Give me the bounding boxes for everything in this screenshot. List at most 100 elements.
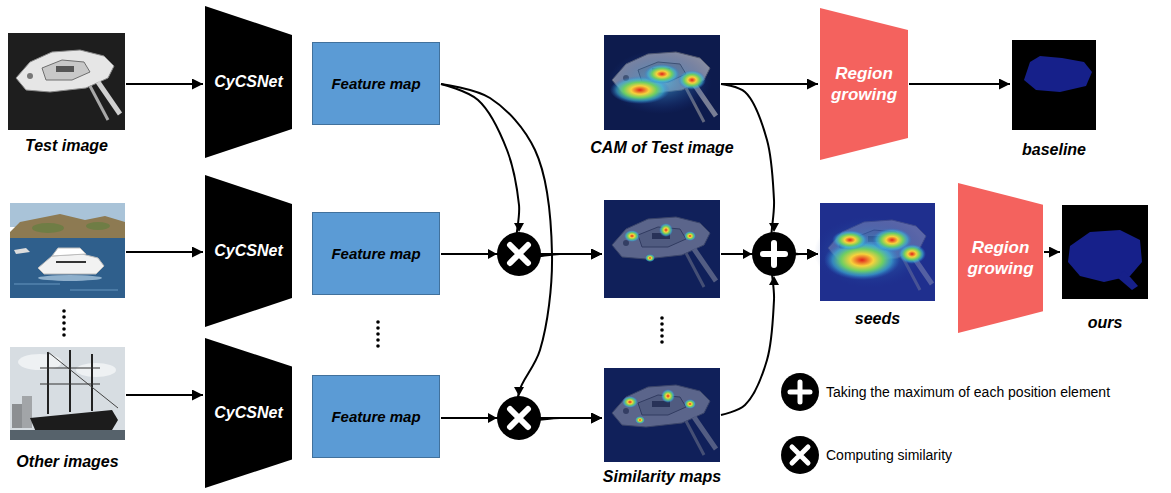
trapezoid-shape (820, 8, 908, 160)
trapezoid-shape (205, 175, 292, 327)
ellipsis-dots (660, 340, 664, 344)
image-caption: CAM of Test image (590, 138, 733, 157)
ours-image: ours (1062, 205, 1148, 299)
baseline-mask (1012, 40, 1096, 130)
maximum-operator (763, 243, 785, 265)
block-label: CyCSNet (205, 241, 292, 261)
ship-photo (40, 368, 100, 369)
legend-text: Computing similarity (826, 447, 952, 463)
cam-image: CAM of Test image (604, 35, 720, 130)
ellipsis-dots (376, 338, 380, 342)
ship-photo (48, 352, 118, 408)
legend-text: Taking the maximum of each position elem… (826, 384, 1110, 400)
image-caption: seeds (855, 309, 900, 328)
ellipsis-dots (62, 309, 66, 313)
similarity-map: Similarity maps (604, 368, 720, 462)
yacht-photo (10, 214, 125, 240)
legend-similarity-symbol (792, 447, 808, 463)
cam-heatmap (604, 35, 720, 130)
legend-similarity-symbol (781, 436, 819, 474)
yacht-photo (86, 222, 110, 230)
merge-arrowhead (488, 223, 779, 423)
block-label: Feature map (331, 75, 420, 92)
region-growing-block: Region growing (958, 183, 1043, 333)
similarity-heatmap (612, 217, 716, 287)
similarity-heatmap (612, 385, 716, 455)
yacht-photo (70, 289, 118, 291)
merge-arrowhead (514, 387, 524, 396)
similarity-heatmap (622, 396, 638, 408)
seeds-image: seeds (820, 203, 935, 301)
flow-arrow (441, 84, 602, 257)
ship-photo (10, 430, 125, 440)
ellipsis-dots (660, 334, 664, 338)
trapezoid-shape (958, 183, 1043, 333)
flow-arrow (126, 83, 203, 85)
similarity-operator (497, 232, 541, 276)
network-block: CyCSNet (205, 175, 292, 327)
similarity-heatmap (624, 230, 640, 242)
ours-mask (1068, 230, 1142, 282)
ellipsis-dots (376, 326, 380, 330)
similarity-heatmap (684, 399, 696, 409)
feature-map-box: Feature map (312, 42, 440, 125)
ours-mask (1062, 205, 1148, 299)
image-caption: ours (1088, 313, 1123, 332)
seeds-heatmap (814, 203, 935, 301)
maximum-operator (752, 232, 796, 276)
merge-arrowhead (488, 413, 497, 423)
flow-arrow (721, 252, 818, 415)
seeds-heatmap (832, 230, 868, 250)
maximum-operator (752, 232, 796, 276)
yacht-photo (56, 261, 86, 263)
test-photo (8, 33, 125, 130)
cam-heatmap (678, 70, 706, 90)
ship-photo (30, 410, 118, 432)
yacht-photo (14, 283, 60, 285)
legend-maximum-symbol (790, 382, 810, 402)
merge-arrowhead (514, 223, 524, 232)
yacht-photo (52, 248, 86, 256)
ours-mask (1118, 270, 1138, 290)
merge-arrowhead (743, 249, 752, 259)
baseline-mask (1024, 56, 1092, 92)
yacht-photo (38, 275, 102, 281)
merge-arrowhead (769, 276, 779, 285)
ellipsis-dots (62, 315, 66, 319)
yacht-photo (32, 223, 64, 233)
similarity-heatmap (604, 200, 720, 298)
legend-entry: Computing similarity (826, 446, 952, 464)
similarity-heatmap (684, 231, 696, 241)
ship-photo (91, 354, 93, 411)
flow-arrow (126, 251, 203, 253)
ship-photo (10, 347, 125, 440)
ours-mask (1062, 205, 1148, 299)
similarity-operator (497, 396, 541, 440)
block-label: Feature map (331, 245, 420, 262)
ellipsis-dots (376, 320, 380, 324)
yacht-photo (10, 203, 125, 298)
flow-arrow (721, 84, 818, 256)
similarity-operator (510, 245, 528, 263)
other-image (10, 203, 125, 298)
ship-photo (10, 347, 125, 440)
network-block: CyCSNet (205, 6, 292, 158)
trapezoid-outline (958, 183, 1043, 333)
similarity-heatmap (604, 368, 720, 462)
ship-photo (76, 363, 116, 377)
similarity-heatmap (645, 254, 655, 262)
block-label: CyCSNet (205, 72, 292, 92)
ellipsis-dots (660, 322, 664, 326)
cam-heatmap (644, 64, 680, 84)
yacht-photo (14, 248, 30, 254)
similarity-operator (497, 232, 541, 276)
legend-entry: Taking the maximum of each position elem… (826, 383, 1110, 401)
similarity-heatmap (661, 389, 675, 403)
ship-photo (40, 384, 100, 385)
similarity-operator (497, 396, 541, 440)
flow-arrow (909, 83, 1010, 85)
cam-heatmap (604, 35, 720, 130)
seeds-heatmap (814, 216, 926, 288)
